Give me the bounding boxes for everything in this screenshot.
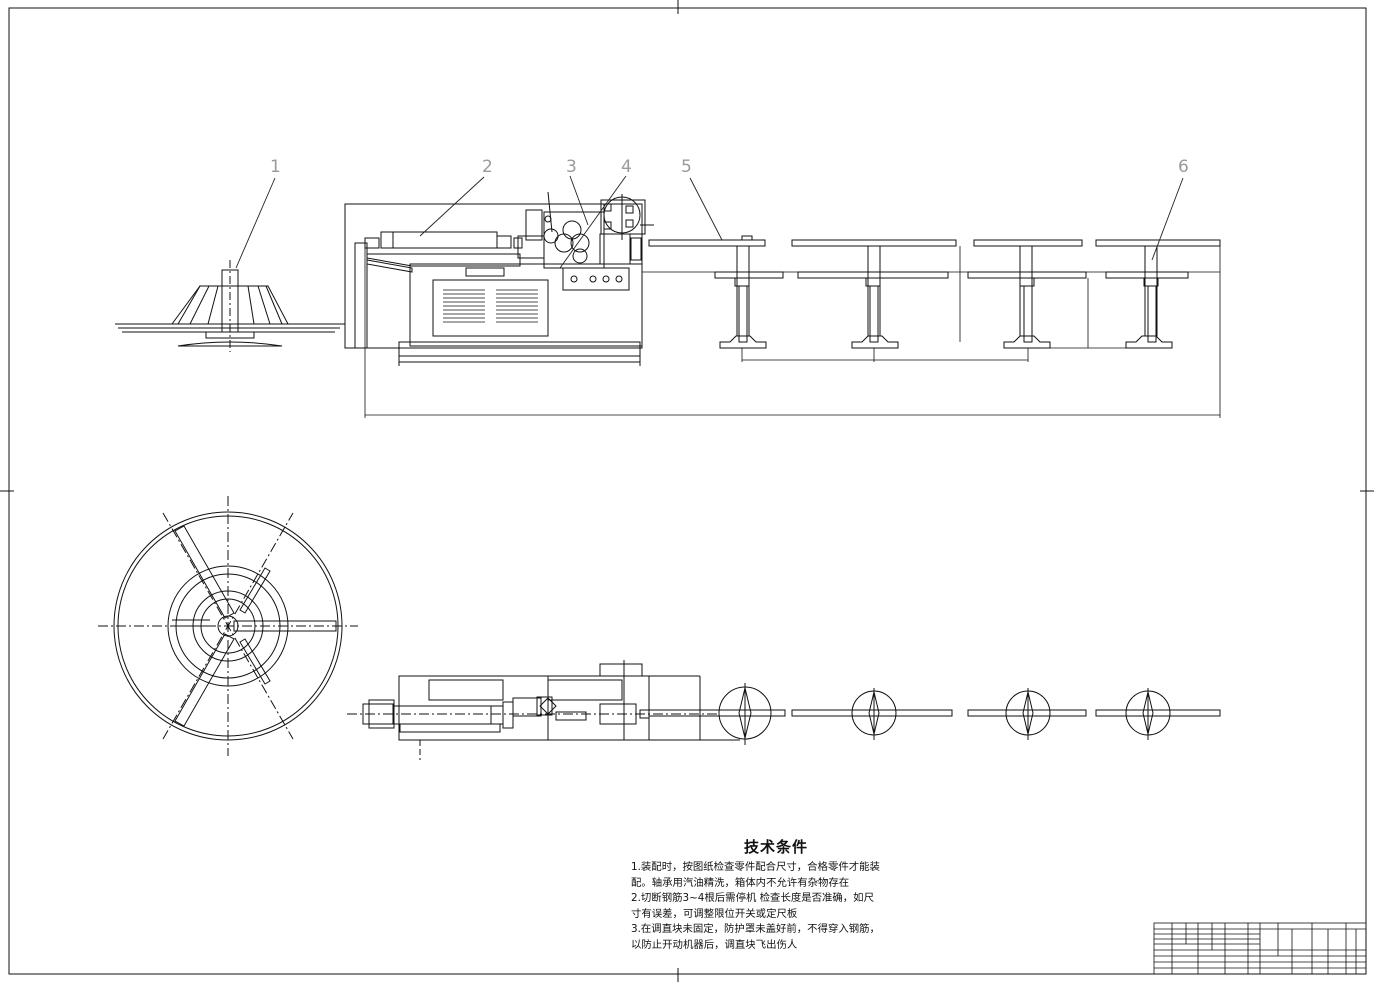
callout-leaders	[235, 175, 1184, 269]
callout-2: 2	[482, 157, 493, 177]
technical-note-line: 2.切断钢筋3~4根后需停机 检查长度是否准确，如尺	[631, 892, 874, 904]
technical-note-line: 配。轴承用汽油精洗，箱体内不允许有杂物存在	[631, 876, 850, 889]
support-tables-front-view	[648, 235, 1221, 362]
technical-note-line: 1.装配时，按图纸检查零件配合尺寸，合格零件才能装	[631, 861, 880, 873]
technical-notes-title: 技术条件	[743, 838, 808, 856]
title-block	[1153, 922, 1367, 975]
callout-3: 3	[566, 157, 577, 177]
drawing-frame	[8, 7, 1367, 975]
overall-dimension	[364, 246, 1221, 418]
technical-notes: 技术条件 1.装配时，按图纸检查零件配合尺寸，合格零件才能装 配。轴承用汽油精洗…	[631, 836, 931, 953]
technical-note-line: 寸有误差，可调整限位开关或定尺板	[631, 907, 798, 920]
payoff-reel-front-view	[115, 260, 345, 352]
callout-1: 1	[270, 157, 281, 177]
callout-4: 4	[621, 157, 632, 177]
callout-6: 6	[1178, 157, 1189, 177]
technical-note-line: 以防止开动机器后，调直块飞出伤人	[631, 938, 798, 951]
machine-top-view	[347, 660, 740, 760]
machine-front-view	[344, 191, 1220, 366]
technical-note-line: 3.在调直块未固定，防护罩未盖好前，不得穿入钢筋，	[631, 923, 880, 935]
support-tables-top-view	[648, 683, 1221, 745]
payoff-reel-top-view	[98, 496, 358, 756]
callout-5: 5	[681, 157, 692, 177]
